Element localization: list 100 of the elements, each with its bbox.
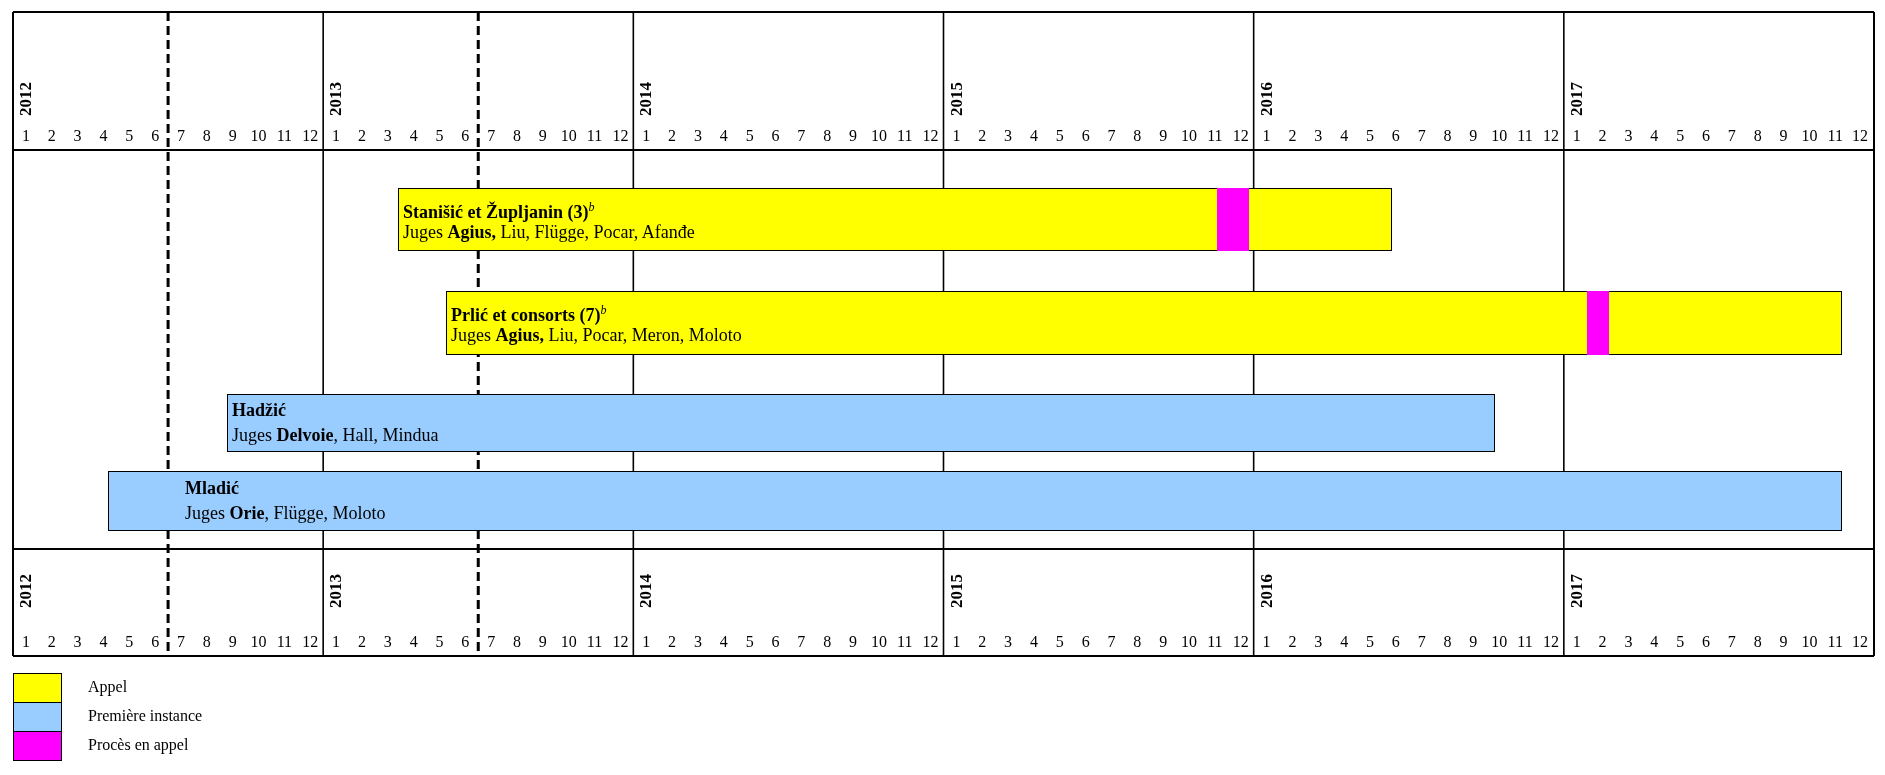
judges-list: Juges Orie, Flügge, Moloto bbox=[185, 502, 386, 524]
month-label: 6 bbox=[461, 632, 470, 652]
month-label: 12 bbox=[1542, 126, 1559, 146]
month-label: 11 bbox=[276, 126, 293, 146]
month-label: 2 bbox=[357, 632, 366, 652]
month-label: 6 bbox=[1391, 632, 1400, 652]
year-label: 2013 bbox=[326, 574, 347, 608]
month-label: 3 bbox=[1314, 126, 1323, 146]
month-label: 1 bbox=[332, 632, 341, 652]
month-label: 10 bbox=[560, 632, 577, 652]
highlight-segment bbox=[1587, 290, 1609, 355]
month-label: 7 bbox=[487, 126, 496, 146]
month-label: 8 bbox=[1443, 126, 1452, 146]
month-label: 1 bbox=[332, 126, 341, 146]
year-label: 2014 bbox=[636, 82, 657, 116]
timeline-bar bbox=[108, 471, 1842, 531]
year-label: 2015 bbox=[946, 574, 967, 608]
timeline-bar bbox=[227, 394, 1495, 452]
year-label: 2016 bbox=[1256, 574, 1277, 608]
month-label: 1 bbox=[642, 632, 651, 652]
month-label: 3 bbox=[1004, 632, 1013, 652]
year-label: 2017 bbox=[1566, 574, 1587, 608]
month-label: 7 bbox=[487, 632, 496, 652]
month-label: 6 bbox=[151, 126, 160, 146]
month-label: 9 bbox=[849, 632, 858, 652]
year-label: 2017 bbox=[1566, 82, 1587, 116]
month-label: 1 bbox=[1572, 126, 1581, 146]
month-label: 5 bbox=[1365, 126, 1374, 146]
month-label: 8 bbox=[1133, 126, 1142, 146]
year-label: 2014 bbox=[636, 574, 657, 608]
month-label: 8 bbox=[202, 632, 211, 652]
month-label: 2 bbox=[357, 126, 366, 146]
month-label: 11 bbox=[1517, 632, 1533, 652]
month-label: 10 bbox=[250, 632, 267, 652]
month-label: 4 bbox=[1340, 632, 1349, 652]
month-label: 8 bbox=[1443, 632, 1452, 652]
month-label: 4 bbox=[99, 126, 108, 146]
case-title: Prlić et consorts (7)$^{b}$ bbox=[451, 302, 607, 326]
month-label: 6 bbox=[1081, 632, 1090, 652]
month-label: 11 bbox=[276, 632, 293, 652]
month-label: 8 bbox=[513, 126, 521, 146]
month-label: 9 bbox=[228, 632, 237, 652]
month-label: 8 bbox=[823, 632, 832, 652]
month-label: 6 bbox=[771, 126, 780, 146]
month-label: 6 bbox=[1702, 632, 1710, 652]
month-label: 5 bbox=[435, 632, 444, 652]
month-label: 7 bbox=[1727, 126, 1736, 146]
month-label: 3 bbox=[73, 632, 82, 652]
year-label: 2013 bbox=[326, 82, 347, 116]
month-label: 7 bbox=[1107, 632, 1116, 652]
month-label: 2 bbox=[1288, 126, 1297, 146]
month-label: 5 bbox=[1055, 632, 1064, 652]
month-label: 5 bbox=[1676, 632, 1685, 652]
month-label: 7 bbox=[1417, 126, 1426, 146]
month-label: 1 bbox=[642, 126, 651, 146]
month-label: 5 bbox=[745, 126, 754, 146]
year-label: 2016 bbox=[1256, 82, 1277, 116]
month-label: 12 bbox=[1232, 126, 1249, 146]
month-label: 10 bbox=[1181, 126, 1198, 146]
month-label: 9 bbox=[849, 126, 858, 146]
month-label: 2 bbox=[1288, 632, 1297, 652]
judges-list: Juges Delvoie, Hall, Mindua bbox=[232, 424, 439, 446]
month-label: 12 bbox=[1232, 632, 1249, 652]
month-label: 1 bbox=[1572, 632, 1581, 652]
month-label: 8 bbox=[513, 632, 521, 652]
year-label: 2012 bbox=[16, 574, 36, 608]
month-label: 3 bbox=[693, 632, 702, 652]
legend-label: Appel bbox=[88, 677, 128, 697]
month-label: 10 bbox=[870, 632, 887, 652]
month-label: 10 bbox=[1181, 632, 1198, 652]
month-label: 2 bbox=[668, 632, 677, 652]
month-label: 4 bbox=[99, 632, 108, 652]
month-label: 1 bbox=[1262, 632, 1271, 652]
month-label: 10 bbox=[1491, 632, 1508, 652]
month-label: 12 bbox=[302, 126, 319, 146]
month-label: 11 bbox=[586, 632, 603, 652]
month-label: 4 bbox=[719, 126, 728, 146]
month-label: 9 bbox=[1779, 632, 1788, 652]
month-label: 6 bbox=[1702, 126, 1710, 146]
month-label: 2 bbox=[668, 126, 677, 146]
month-label: 8 bbox=[823, 126, 832, 146]
legend-label: Procès en appel bbox=[88, 735, 189, 755]
month-label: 10 bbox=[1491, 126, 1508, 146]
month-label: 9 bbox=[538, 126, 547, 146]
month-label: 10 bbox=[250, 126, 267, 146]
month-label: 4 bbox=[1340, 126, 1349, 146]
month-label: 4 bbox=[409, 632, 418, 652]
month-label: 10 bbox=[870, 126, 887, 146]
month-label: 11 bbox=[897, 126, 913, 146]
case-title: Mladić bbox=[185, 477, 239, 499]
month-label: 1 bbox=[1262, 126, 1271, 146]
month-label: 2 bbox=[978, 632, 987, 652]
month-label: 4 bbox=[1029, 126, 1038, 146]
case-title: Stanišić et Župljanin (3)$^{b}$ bbox=[403, 198, 595, 223]
month-label: 3 bbox=[73, 126, 82, 146]
month-label: 9 bbox=[1469, 632, 1478, 652]
month-label: 7 bbox=[797, 126, 806, 146]
month-label: 6 bbox=[461, 126, 470, 146]
month-label: 4 bbox=[409, 126, 418, 146]
month-label: 12 bbox=[1542, 632, 1559, 652]
